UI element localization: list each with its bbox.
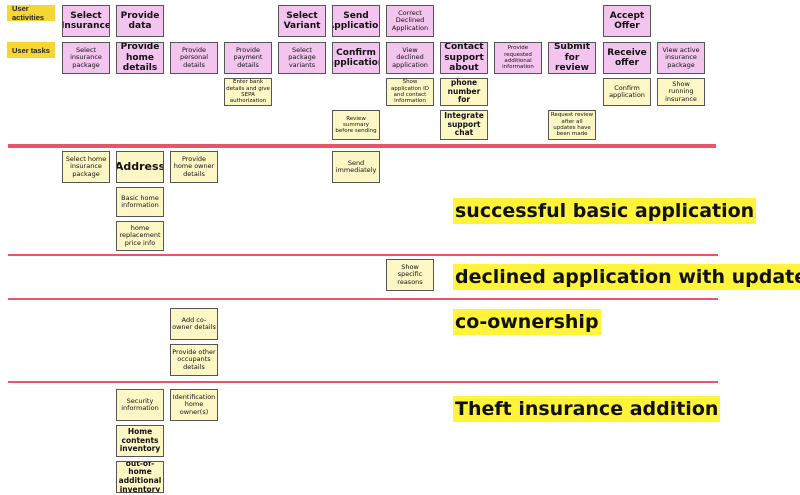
card-bank-details[interactable]: Enter bank details and give SEPA authori…	[224, 78, 272, 106]
task-provide-requested-info[interactable]: Provide requested additional information	[494, 42, 542, 74]
card-integrate-support-chat[interactable]: Integrate support chat	[440, 110, 488, 140]
slice-theft-insurance: Theft insurance addition	[453, 396, 721, 422]
task-provide-home-details[interactable]: Provide home details	[116, 42, 164, 74]
task-provide-personal-details[interactable]: Provide personal details	[170, 42, 218, 74]
task-contact-support[interactable]: Contact support about	[440, 42, 488, 74]
task-select-insurance-package[interactable]: Select insurance package	[62, 42, 110, 74]
card-show-specific-reasons[interactable]: Show specific reasons	[386, 259, 434, 291]
card-show-phone-number[interactable]: Show phone number for support	[440, 78, 488, 106]
task-submit-for-review[interactable]: Submit for review	[548, 42, 596, 74]
card-other-occupants[interactable]: Provide other occupants details	[170, 344, 218, 376]
user-activities-label: User activities	[7, 4, 55, 22]
card-provide-home-owner[interactable]: Provide home owner details	[170, 151, 218, 183]
card-home-replacement-price[interactable]: home replacement price info	[116, 221, 164, 251]
card-show-running-insurance[interactable]: Show running insurance	[657, 78, 705, 106]
task-view-active-insurance[interactable]: View active insurance package	[657, 42, 705, 74]
card-address[interactable]: Address	[116, 151, 164, 183]
release-line-1	[8, 144, 716, 148]
activity-correct-declined[interactable]: Correct Declined Application	[386, 5, 434, 37]
task-provide-payment-details[interactable]: Provide payment details	[224, 42, 272, 74]
card-review-summary[interactable]: Review summary before sending	[332, 110, 380, 140]
activity-select-variant[interactable]: Select Variant	[278, 5, 326, 37]
task-receive-offer[interactable]: Receive offer	[603, 42, 651, 74]
release-line-2	[8, 254, 718, 256]
slice-declined-application: declined application with update	[453, 264, 800, 290]
release-line-4	[8, 381, 718, 383]
card-request-review[interactable]: Request review after all updates have be…	[548, 110, 596, 140]
task-confirm-application[interactable]: Confirm application	[332, 42, 380, 74]
card-identification-home-owner[interactable]: Identification home owner(s)	[170, 389, 218, 421]
user-tasks-label: User tasks	[7, 42, 55, 58]
activity-select-insurance[interactable]: Select Insurance	[62, 5, 110, 37]
activity-provide-data[interactable]: Provide data	[116, 5, 164, 37]
card-add-co-owner[interactable]: Add co-owner details	[170, 308, 218, 340]
card-send-immediately[interactable]: Send immediately	[332, 151, 380, 183]
card-confirm-application[interactable]: Confirm application	[603, 78, 651, 106]
task-select-package-variants[interactable]: Select package variants	[278, 42, 326, 74]
card-out-of-home-inventory[interactable]: out-of-home additional inventory	[116, 461, 164, 493]
card-show-application-id[interactable]: Show application ID and contact informat…	[386, 78, 434, 106]
task-view-declined-application[interactable]: View declined application	[386, 42, 434, 74]
slice-co-ownership: co-ownership	[453, 309, 601, 335]
activity-send-application[interactable]: Send Application	[332, 5, 380, 37]
slice-successful-basic-application: successful basic application	[453, 198, 757, 224]
card-basic-home-info[interactable]: Basic home information	[116, 187, 164, 217]
card-security-information[interactable]: Security information	[116, 389, 164, 421]
card-select-home-package[interactable]: Select home insurance package	[62, 151, 110, 183]
card-home-contents-inventory[interactable]: Home contents inventory	[116, 425, 164, 457]
activity-accept-offer[interactable]: Accept Offer	[603, 5, 651, 37]
release-line-3	[8, 298, 718, 300]
